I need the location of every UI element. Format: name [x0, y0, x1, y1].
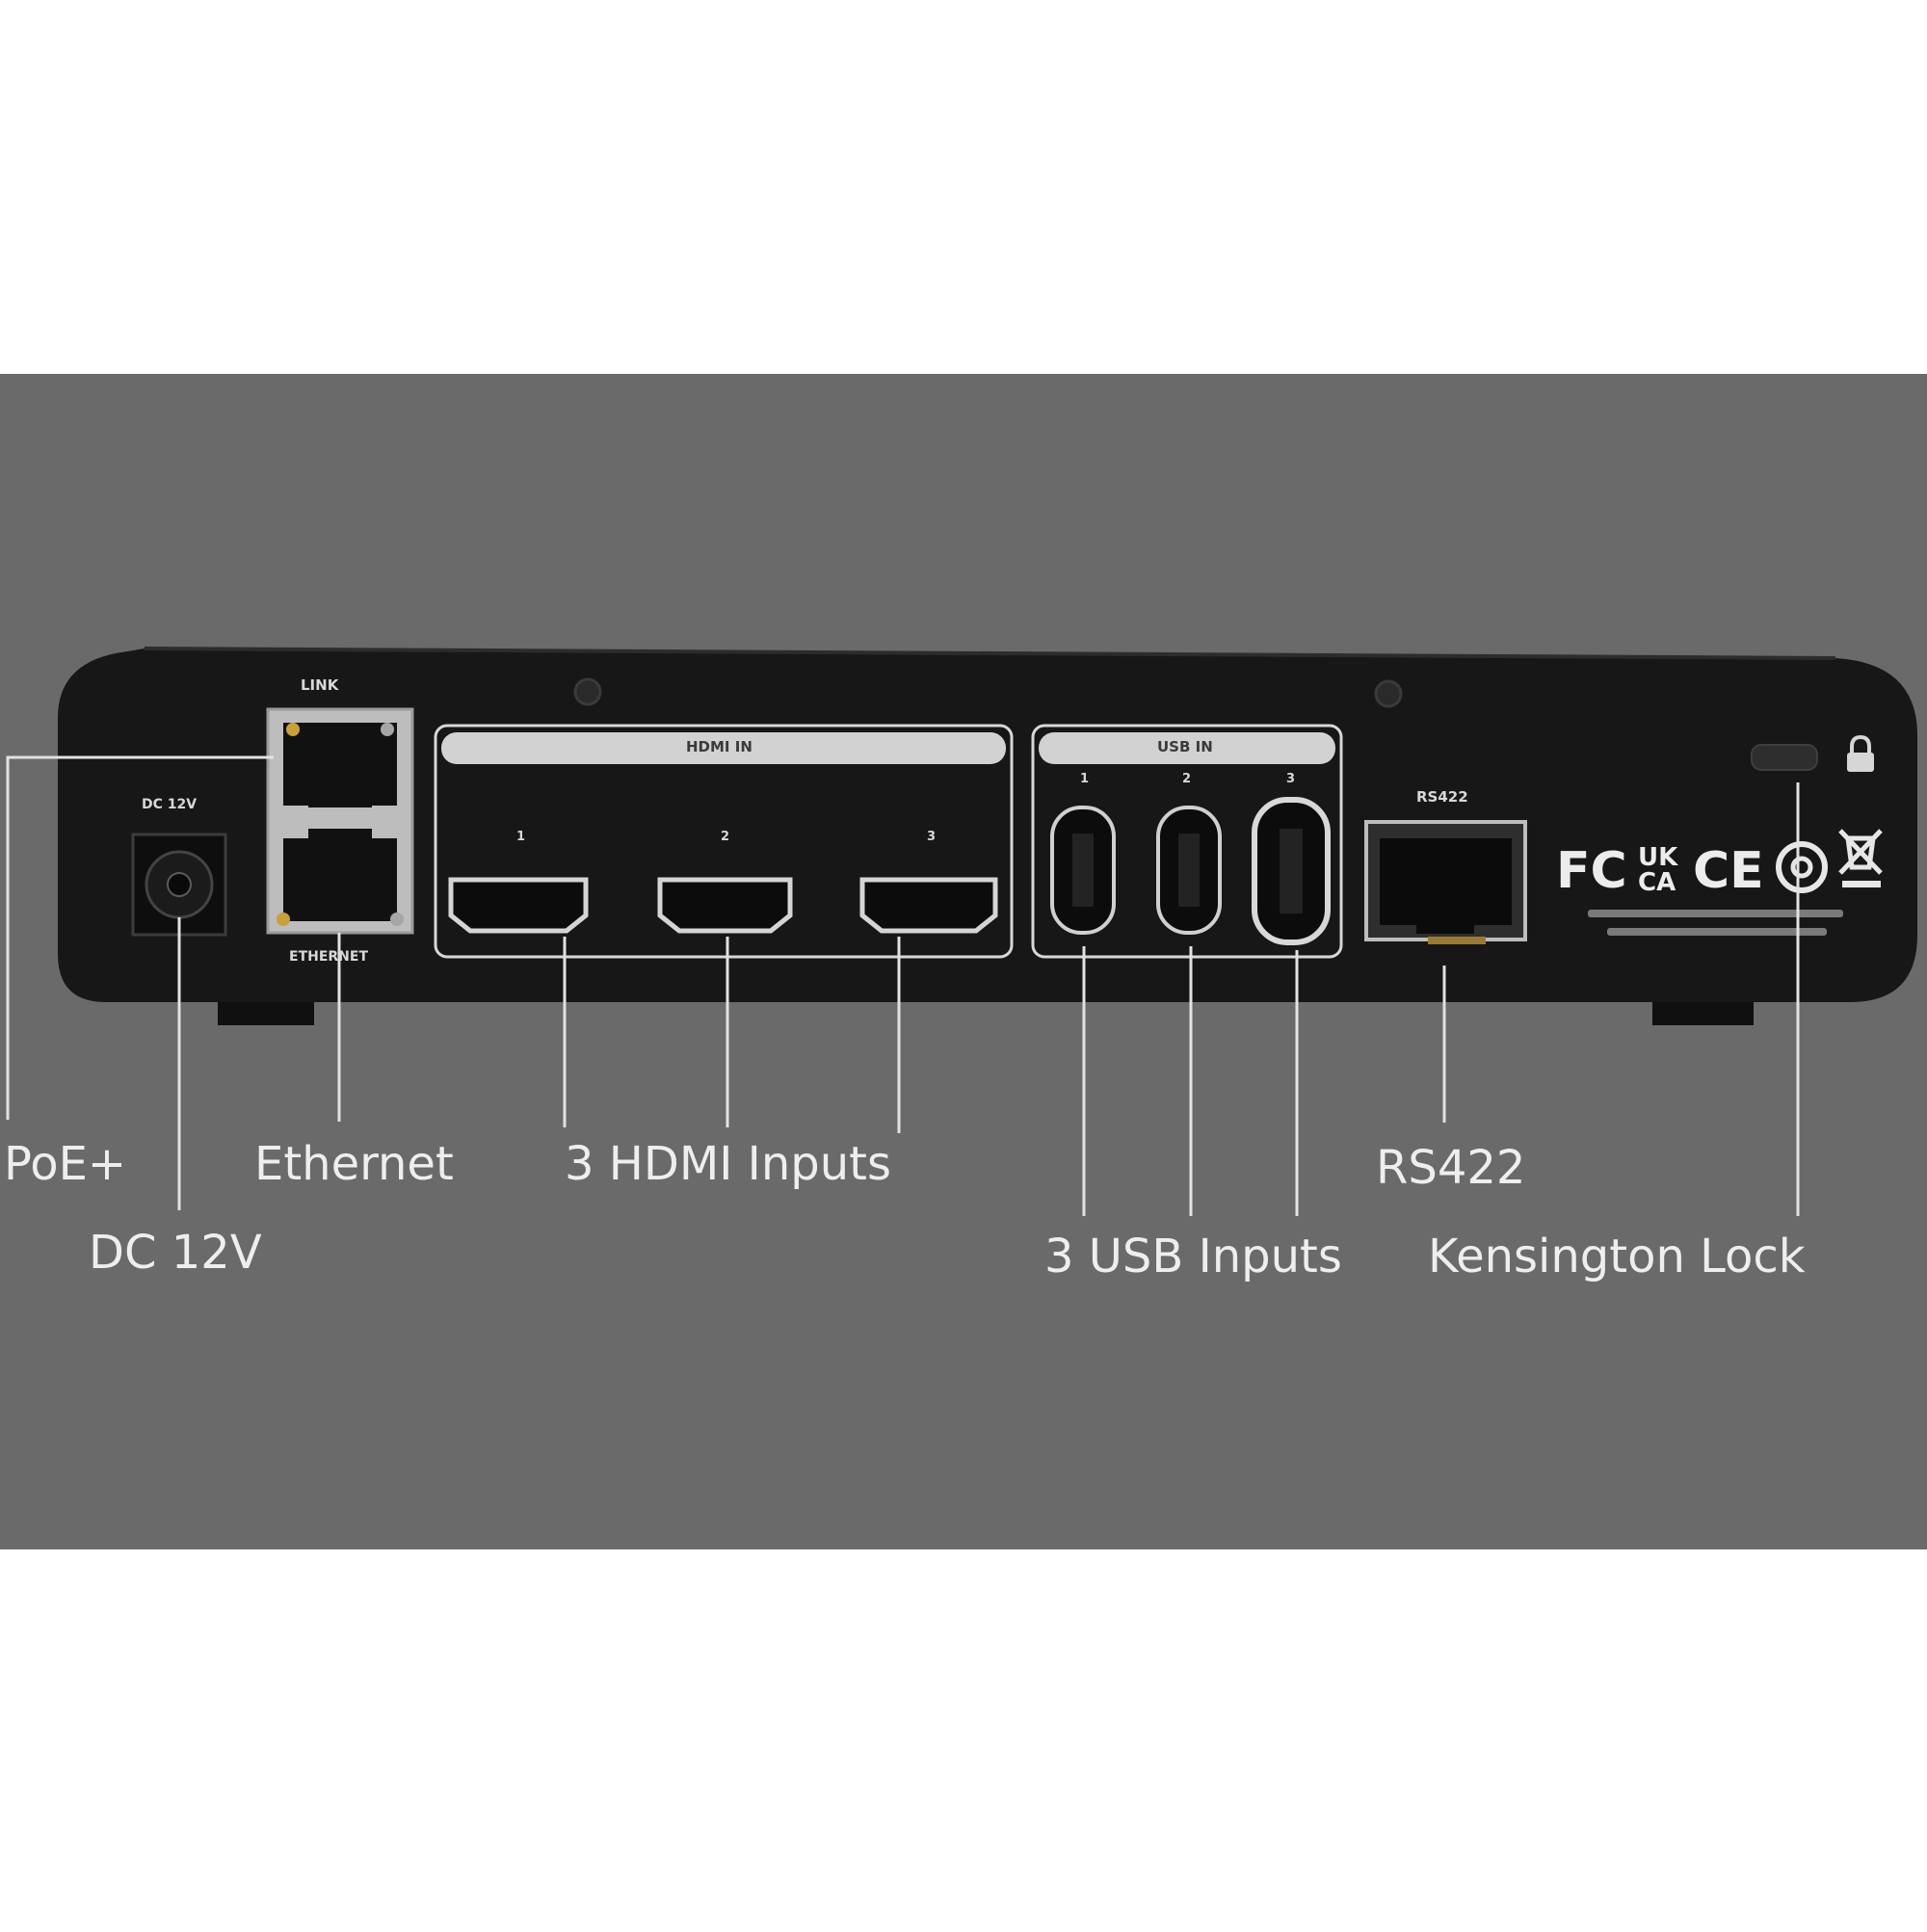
- rubber-foot-left: [218, 1002, 314, 1025]
- silk-rs422-label: RS422: [1416, 788, 1468, 806]
- hdmi-port-3: [859, 877, 998, 934]
- hdmi-panel: [434, 724, 1014, 959]
- leader-poe: [6, 755, 274, 1120]
- silk-hdmi-number: 2: [721, 830, 730, 844]
- callout-dc-12v: DC 12V: [89, 1226, 262, 1280]
- ce-icon: CE: [1693, 842, 1764, 900]
- fcc-icon: FC: [1556, 842, 1627, 900]
- link-led-icon: [277, 913, 290, 926]
- callout-rs422: RS422: [1376, 1141, 1526, 1195]
- silk-hdmi-number: 1: [516, 830, 526, 844]
- rohs-icon: [1776, 841, 1828, 893]
- callout-usb-inputs: 3 USB Inputs: [1044, 1230, 1342, 1284]
- callout-kensington-lock: Kensington Lock: [1428, 1230, 1806, 1284]
- silk-hdmi-group-label: HDMI IN: [686, 738, 752, 755]
- usb-panel: [1031, 724, 1343, 959]
- ethernet-jacks: [266, 707, 414, 935]
- hdmi-port-2: [657, 877, 793, 934]
- weee-icon: [1838, 829, 1883, 887]
- fine-print: [1588, 910, 1843, 936]
- activity-led-icon: [390, 913, 404, 926]
- certification-marks: [1776, 829, 1883, 893]
- silk-ethernet-label: ETHERNET: [289, 949, 369, 965]
- cert-text: FC UK CA CE: [1556, 842, 1764, 900]
- rubber-foot-right: [1652, 1002, 1754, 1025]
- hdmi-port-1: [448, 877, 589, 934]
- silk-usb-number: 1: [1080, 772, 1090, 786]
- leader-lines: [6, 755, 1800, 1216]
- usb-ports: [1050, 797, 1331, 945]
- callout-poe: PoE+: [4, 1137, 127, 1191]
- screw-icon: [1374, 679, 1403, 708]
- svg-text:CA: CA: [1638, 868, 1676, 897]
- link-led-icon: [286, 723, 300, 736]
- silk-usb-group-label: USB IN: [1157, 738, 1213, 755]
- silk-dc-label: DC 12V: [142, 797, 198, 812]
- rs422-port: [1364, 820, 1527, 944]
- kensington-slot: [1751, 744, 1818, 771]
- activity-led-icon: [381, 723, 394, 736]
- silk-usb-number: 2: [1182, 772, 1192, 786]
- lock-icon: [1847, 734, 1874, 772]
- callout-hdmi-inputs: 3 HDMI Inputs: [565, 1137, 891, 1191]
- silk-hdmi-number: 3: [927, 830, 937, 844]
- callout-ethernet: Ethernet: [254, 1137, 454, 1191]
- silk-usb-number: 3: [1286, 772, 1296, 786]
- silk-poe-label: LINK: [301, 676, 339, 694]
- ukca-icon: UK: [1638, 843, 1678, 872]
- screw-icon: [573, 677, 602, 706]
- hdmi-ports: [448, 877, 998, 934]
